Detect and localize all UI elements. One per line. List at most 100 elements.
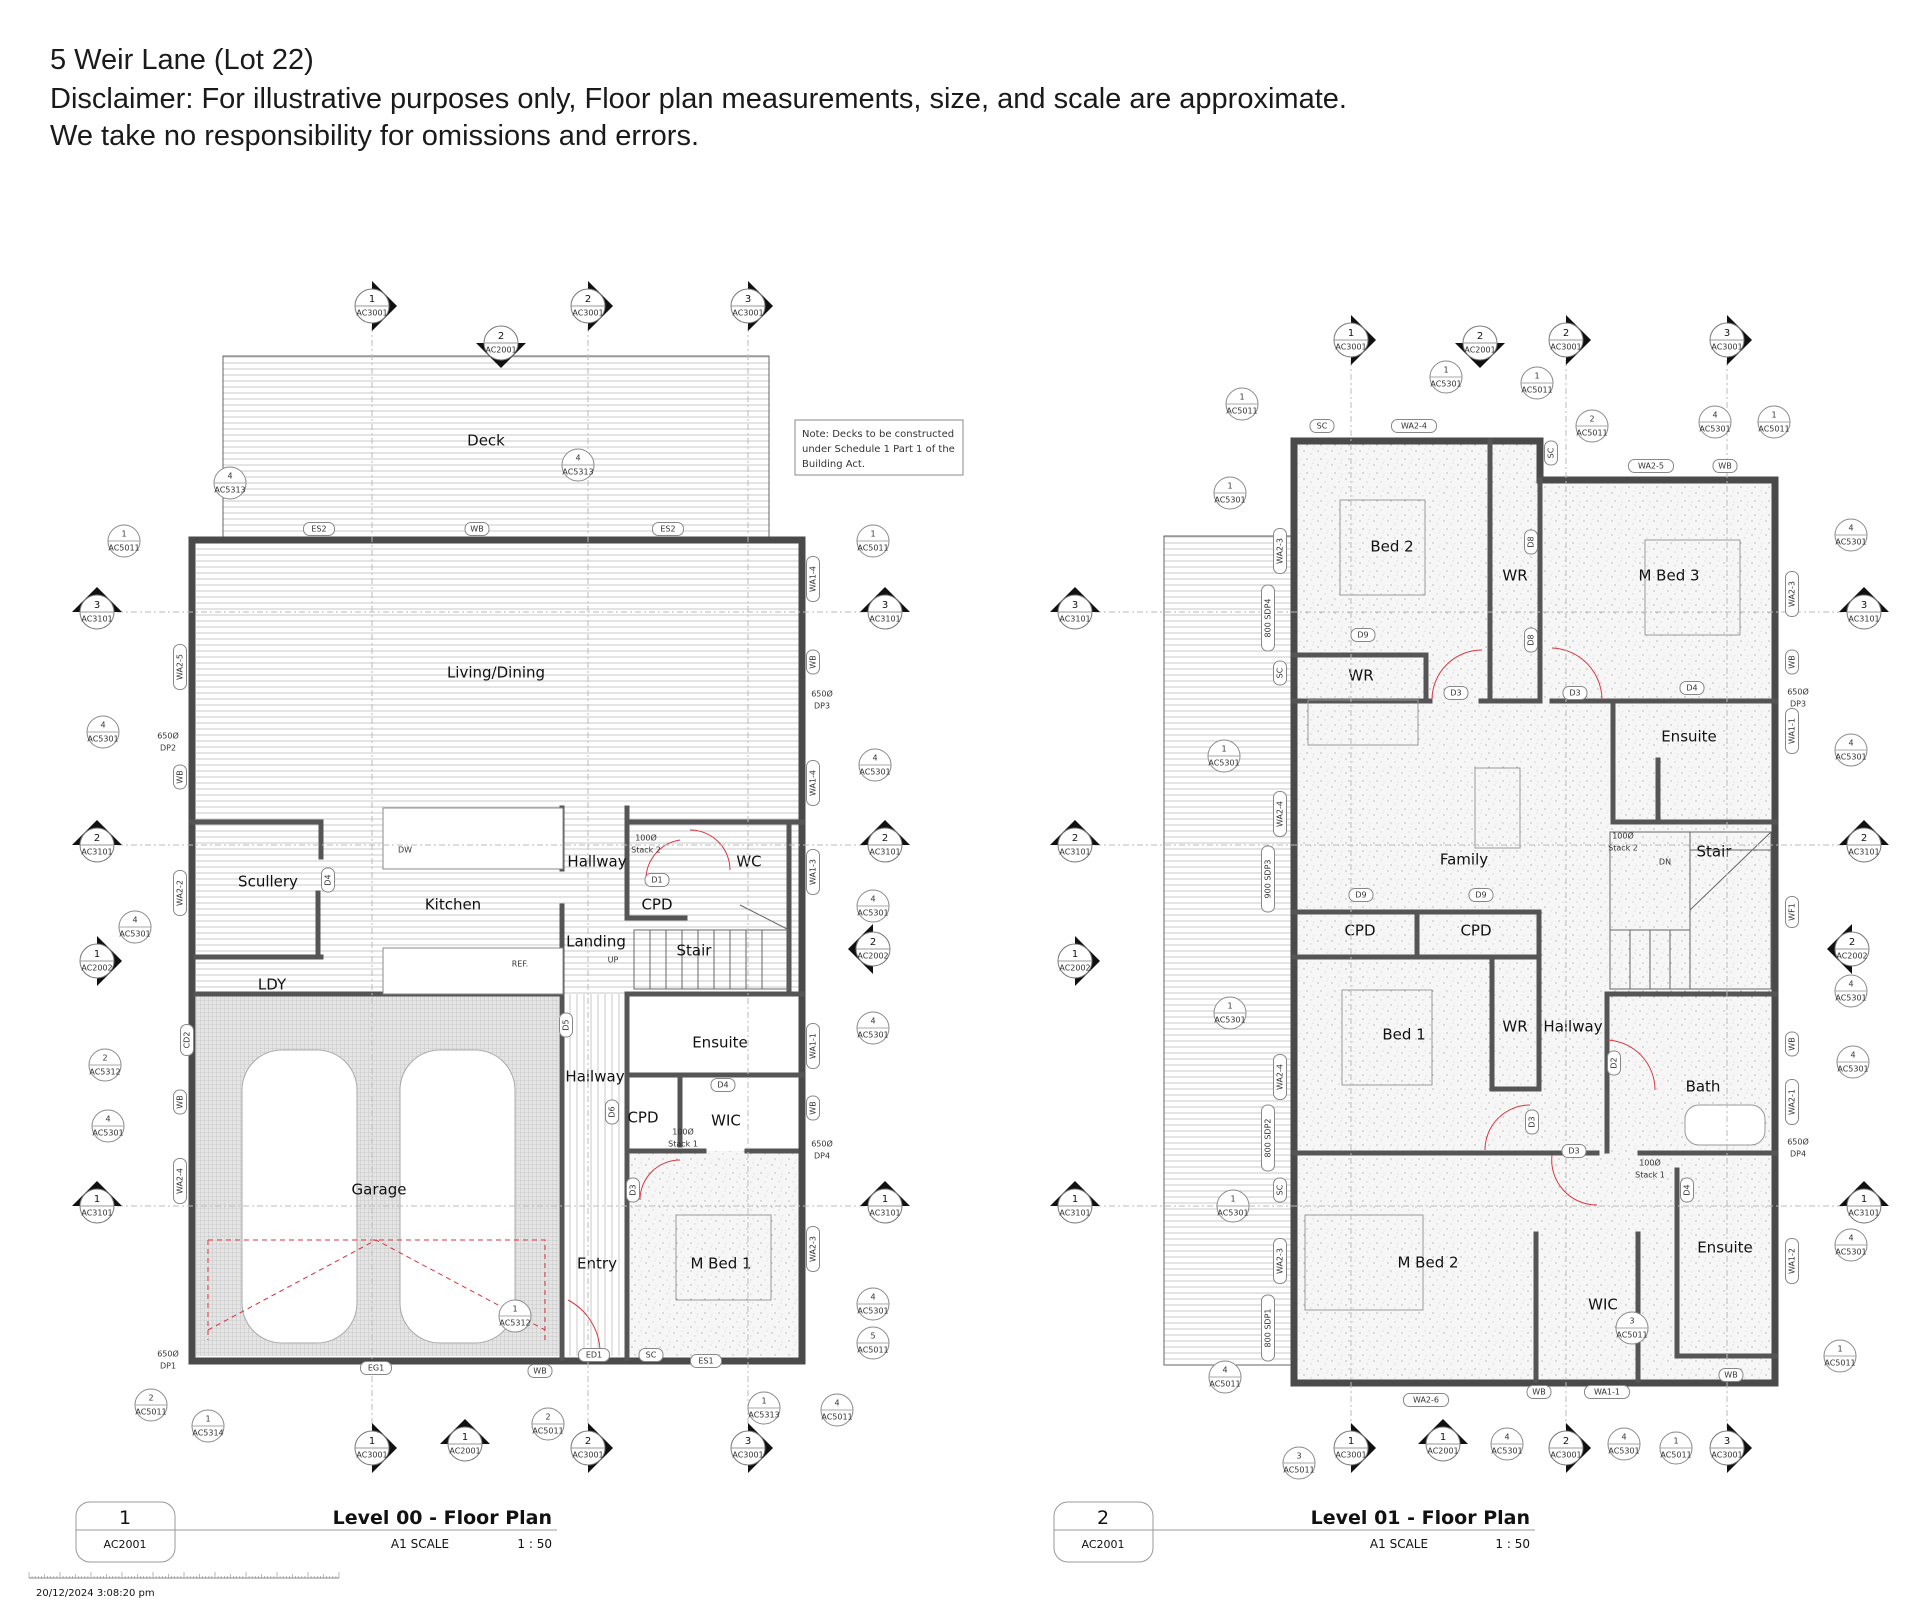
- marker-sheet: AC2001: [485, 346, 516, 355]
- tag-label: WB: [176, 1095, 185, 1108]
- element-tag: SC: [1544, 440, 1558, 466]
- tag-label: D5: [562, 1019, 571, 1030]
- element-tag: WA1-1: [806, 1023, 820, 1069]
- title-block-level-01: 2 AC2001 Level 01 - Floor Plan A1 SCALE …: [1053, 1501, 1535, 1563]
- fixture-label: Stack 1: [668, 1140, 698, 1149]
- room-label-ensuite: Ensuite: [1697, 1239, 1753, 1257]
- marker-sheet: AC3001: [1550, 1451, 1581, 1460]
- hallway-entry-floor: [562, 994, 627, 1356]
- marker-number: 1: [882, 1194, 888, 1205]
- callout-sheet: AC5301: [1217, 1209, 1248, 1218]
- callout-number: 1: [1771, 411, 1776, 420]
- marker-number: 1: [94, 949, 100, 960]
- tag-label: D4: [1686, 684, 1697, 693]
- element-tag: D2: [1607, 1050, 1621, 1076]
- callout-number: 4: [870, 1293, 875, 1302]
- room-label-family: Family: [1440, 851, 1488, 869]
- interior-walls: [189, 805, 805, 1361]
- callout-sheet: AC5301: [87, 735, 118, 744]
- tag-label: D3: [1450, 689, 1461, 698]
- element-tag: D3: [1562, 686, 1588, 700]
- marker-number: 3: [745, 294, 751, 305]
- element-tag: D3: [1443, 686, 1469, 700]
- callout-sheet: AC5011: [1758, 425, 1789, 434]
- tag-label: 800 SDP2: [1264, 1119, 1273, 1158]
- marker-number: 3: [882, 600, 888, 611]
- marker-sheet: AC3001: [572, 309, 603, 318]
- callout-sheet: AC5011: [1616, 1331, 1647, 1340]
- element-tag: WA1-1: [1785, 708, 1799, 754]
- callout-sheet: AC5301: [857, 1031, 888, 1040]
- element-tag: ES1: [690, 1354, 722, 1368]
- marker-number: 1: [369, 1436, 375, 1447]
- room-label-wc: WC: [736, 853, 761, 871]
- callout-sheet: AC5011: [821, 1413, 852, 1422]
- marker-number: 2: [882, 833, 888, 844]
- room-label-m-bed-3: M Bed 3: [1638, 567, 1699, 585]
- room-label-ldy: LDY: [258, 976, 287, 994]
- fixture-label: Stack 2: [1608, 844, 1638, 853]
- fixture-label: DW: [398, 846, 412, 855]
- element-tag: D3: [1525, 1109, 1539, 1135]
- fixture-label: DP1: [160, 1362, 176, 1371]
- tag-label: CD2: [183, 1032, 192, 1049]
- callout-number: 1: [512, 1305, 517, 1314]
- tag-label: WA2-4: [1276, 801, 1285, 827]
- callout-sheet: AC5011: [857, 1346, 888, 1355]
- room-label-hallway: Hallway: [1543, 1018, 1602, 1036]
- element-tag: WA2-4: [173, 1158, 187, 1204]
- element-tag: WA2-1: [1785, 1079, 1799, 1125]
- marker-number: 3: [1724, 328, 1730, 339]
- element-tag: WA1-4: [806, 760, 820, 806]
- level-00-plan: Note: Decks to be constructed under Sche…: [188, 355, 964, 1365]
- door-swings: [567, 829, 731, 1351]
- fixture-label: 650Ø: [157, 731, 179, 741]
- fixture-label: 650Ø: [1787, 687, 1809, 697]
- callout-sheet: AC5011: [1576, 429, 1607, 438]
- level-01-plan: [1163, 437, 1779, 1387]
- view-sheet: AC2001: [103, 1538, 146, 1551]
- element-tag: WA2-4: [1391, 419, 1437, 433]
- callout-sheet: AC5313: [214, 486, 245, 495]
- element-tag: D9: [1468, 888, 1494, 902]
- fixture-label: 650Ø: [811, 689, 833, 699]
- callout-number: 1: [205, 1415, 210, 1424]
- marker-number: 2: [585, 294, 591, 305]
- sofa: [1307, 699, 1419, 746]
- marker-sheet: AC3001: [732, 309, 763, 318]
- room-label-hallway: Hallway: [567, 853, 626, 871]
- room-label-ensuite: Ensuite: [1661, 728, 1717, 746]
- callout-number: 4: [834, 1399, 839, 1408]
- tag-label: WA2-3: [809, 1236, 818, 1262]
- tag-label: WA1-4: [809, 770, 818, 796]
- tag-label: SC: [1317, 422, 1328, 431]
- element-tag: WA1-3: [806, 849, 820, 895]
- kitchen-bench: [382, 947, 564, 995]
- callout-number: 1: [1534, 372, 1539, 381]
- callout-number: 4: [1848, 524, 1853, 533]
- tag-label: WB: [1788, 655, 1797, 668]
- element-tag: WB: [464, 522, 490, 536]
- tag-label: WB: [1724, 1371, 1737, 1380]
- tag-label: 800 SDP1: [1264, 1309, 1273, 1348]
- element-tag: WA2-4: [1273, 1054, 1287, 1100]
- room-label-kitchen: Kitchen: [425, 896, 481, 914]
- callout-sheet: AC5011: [1660, 1451, 1691, 1460]
- marker-number: 2: [1563, 328, 1569, 339]
- door-swings: [1431, 647, 1656, 1206]
